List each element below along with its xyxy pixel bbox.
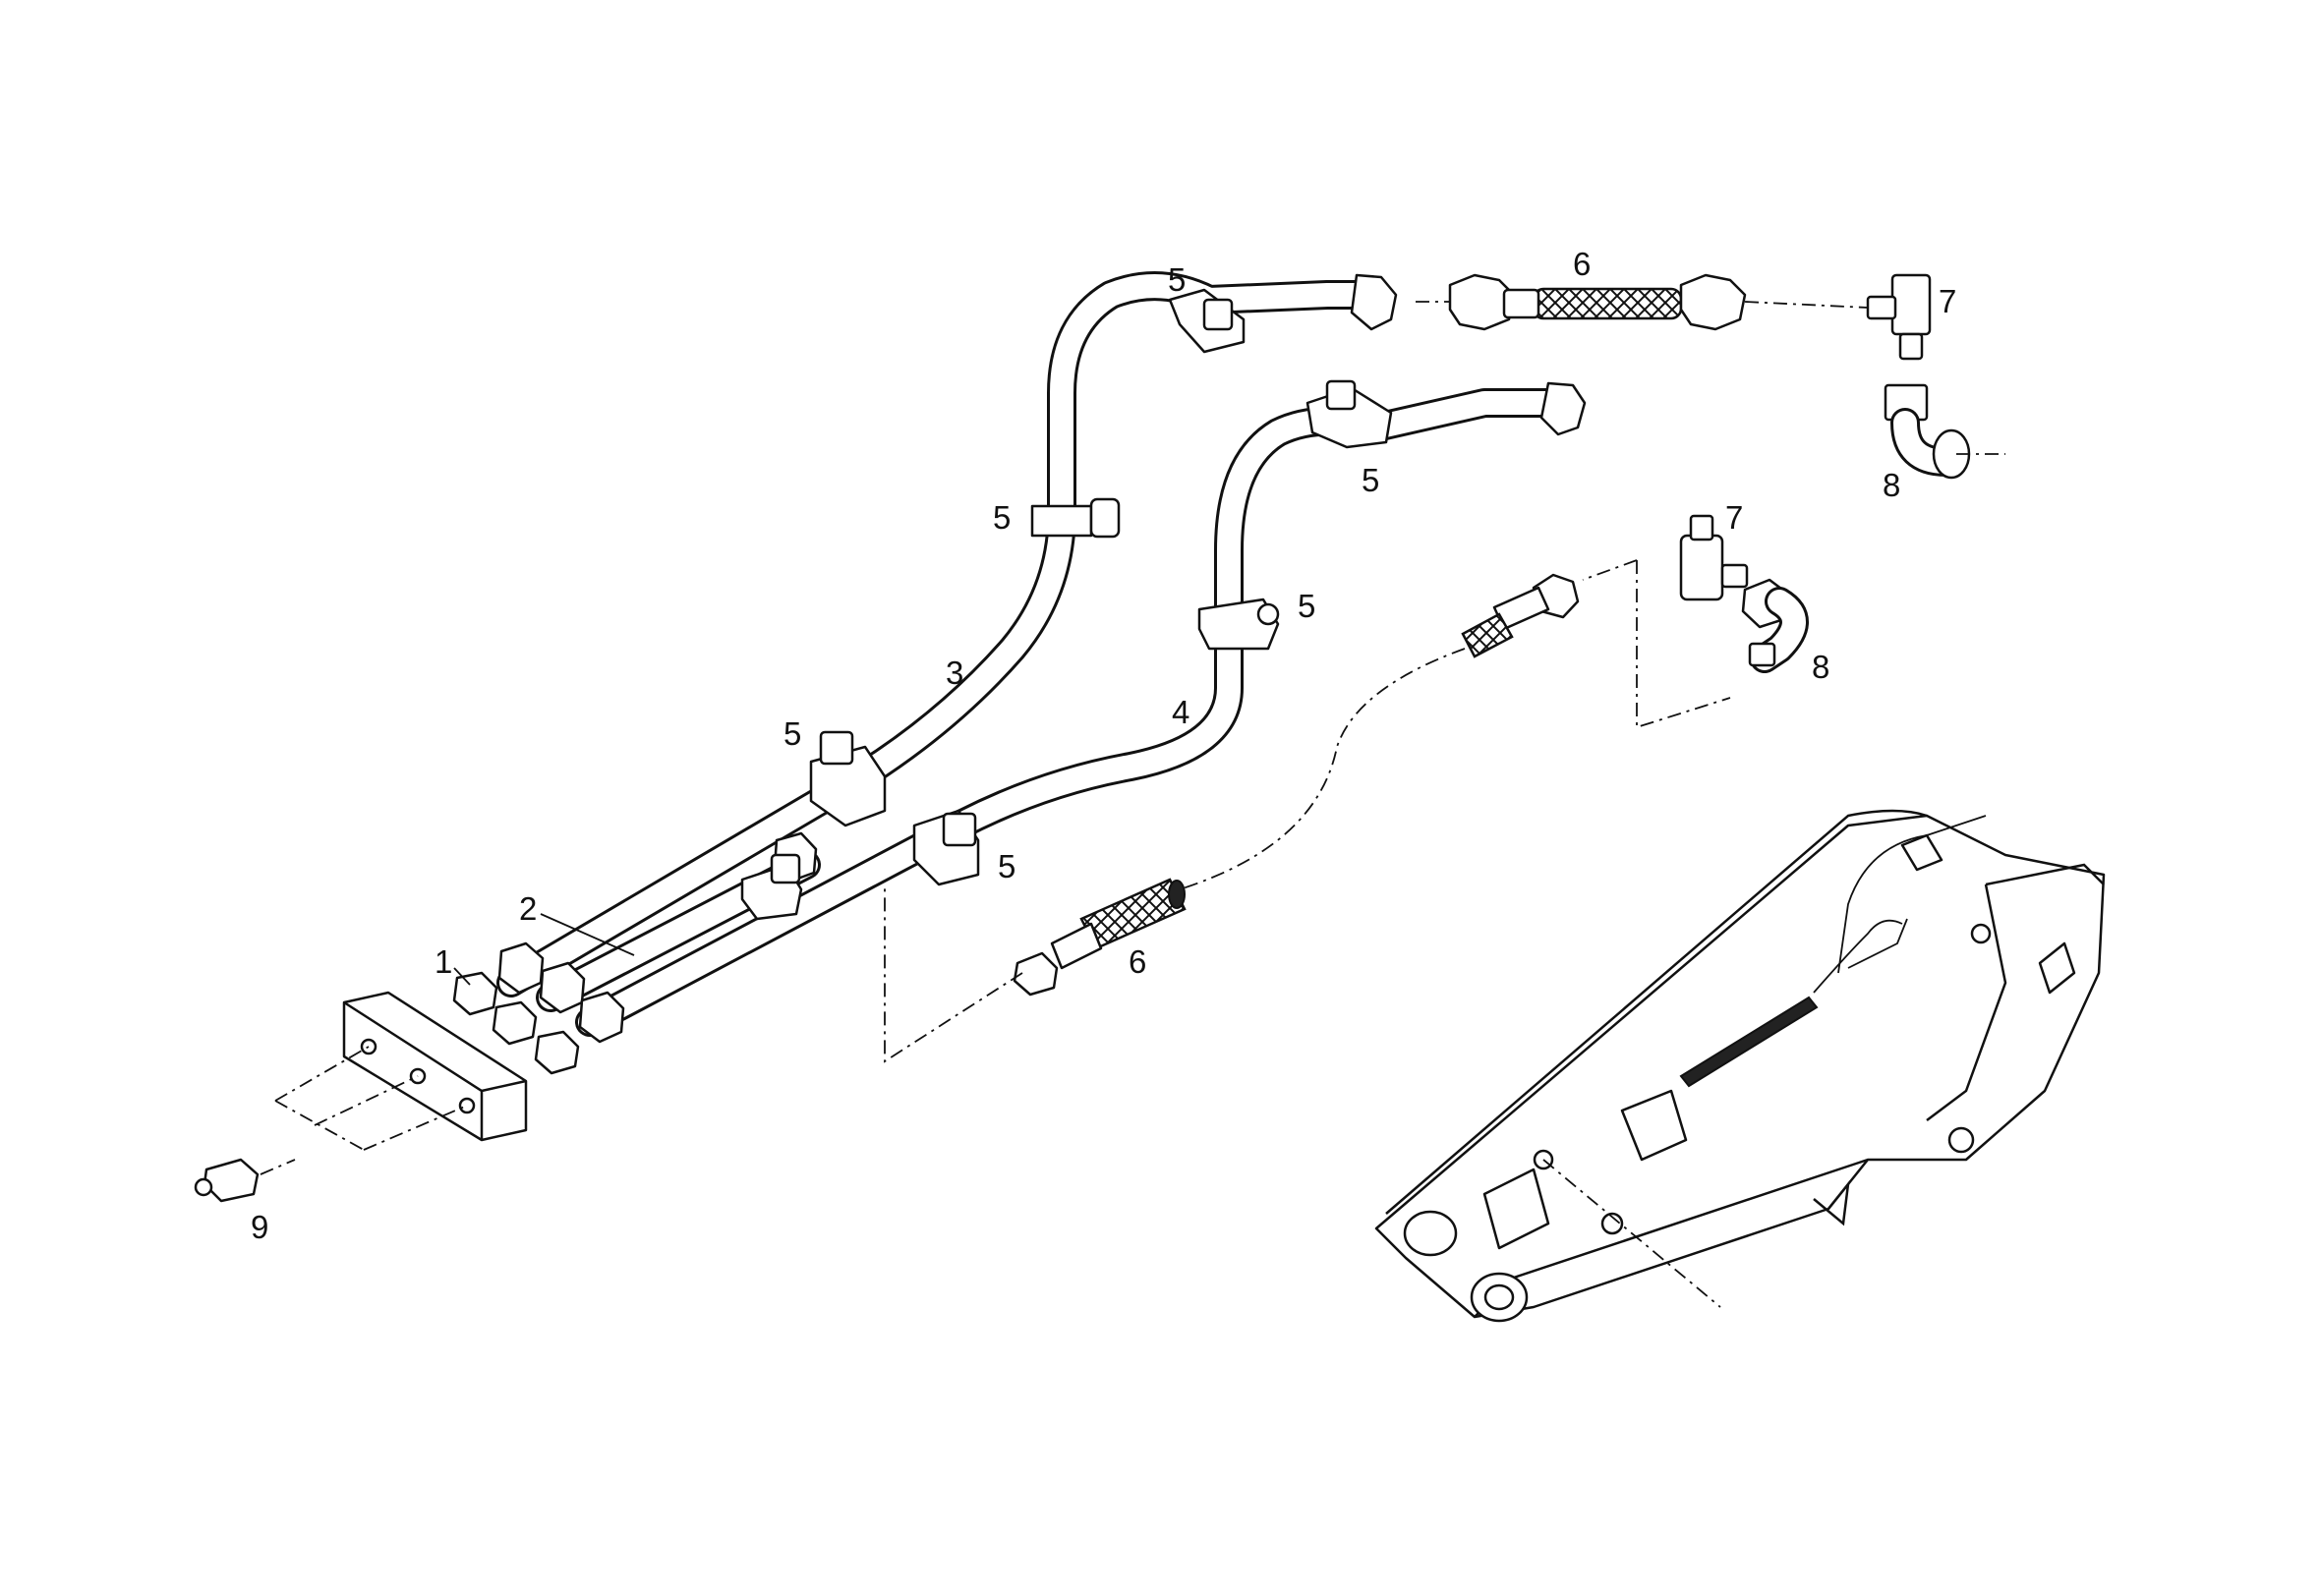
- callout-5-mid: 5: [1298, 588, 1315, 624]
- hose-6-top: [1448, 273, 1747, 331]
- leader-block: [274, 1046, 468, 1151]
- hose-6-mid: [1461, 573, 1580, 658]
- pipe-end-nuts: [497, 273, 1587, 1044]
- clamp-5-lower-left: [809, 730, 887, 827]
- hose-6-low: [1013, 878, 1187, 997]
- callout-3: 3: [946, 655, 963, 691]
- callout-4: 4: [1172, 694, 1189, 730]
- tee-7-top: [1866, 273, 1932, 361]
- callout-7-mid: 7: [1725, 499, 1743, 536]
- grease-nipple-9: [194, 1158, 296, 1203]
- callout-6-low: 6: [1129, 943, 1146, 980]
- callout-5-left: 5: [993, 499, 1011, 536]
- callout-5-lower-right: 5: [998, 848, 1015, 884]
- clamp-5-mid-right: [1197, 598, 1280, 651]
- clamp-5-lower-right: [912, 809, 980, 886]
- elbow-8-top: [1884, 383, 1971, 480]
- callout-5-lower-left: 5: [783, 715, 801, 752]
- tee-7-mid: [1679, 514, 1749, 601]
- clamp-5-upper-left: [1030, 497, 1121, 539]
- boom-arm: [1374, 809, 2106, 1323]
- callout-8-top: 8: [1883, 467, 1900, 503]
- clamp-middle: [740, 853, 803, 921]
- routing-lines: [884, 301, 2005, 1063]
- fittings-1: [452, 971, 580, 1075]
- callout-6-top: 6: [1573, 246, 1591, 282]
- elbow-8-mid: [1741, 578, 1809, 673]
- callout-7-top: 7: [1939, 283, 1956, 319]
- callout-5-top: 5: [1168, 261, 1186, 298]
- callout-5-right: 5: [1362, 462, 1379, 498]
- clamp-5-upper-right: [1305, 379, 1393, 449]
- callout-8-mid: 8: [1812, 649, 1829, 685]
- callout-9: 9: [251, 1209, 268, 1245]
- pipe-4: [575, 388, 1578, 1037]
- callout-labels: 1 2 3 4 5 5 5 5 5 5 6 6 7 7 8 8 9: [251, 246, 1956, 1245]
- callout-2: 2: [519, 890, 537, 927]
- clamp-5-top: [1168, 288, 1246, 354]
- callout-1: 1: [435, 943, 452, 980]
